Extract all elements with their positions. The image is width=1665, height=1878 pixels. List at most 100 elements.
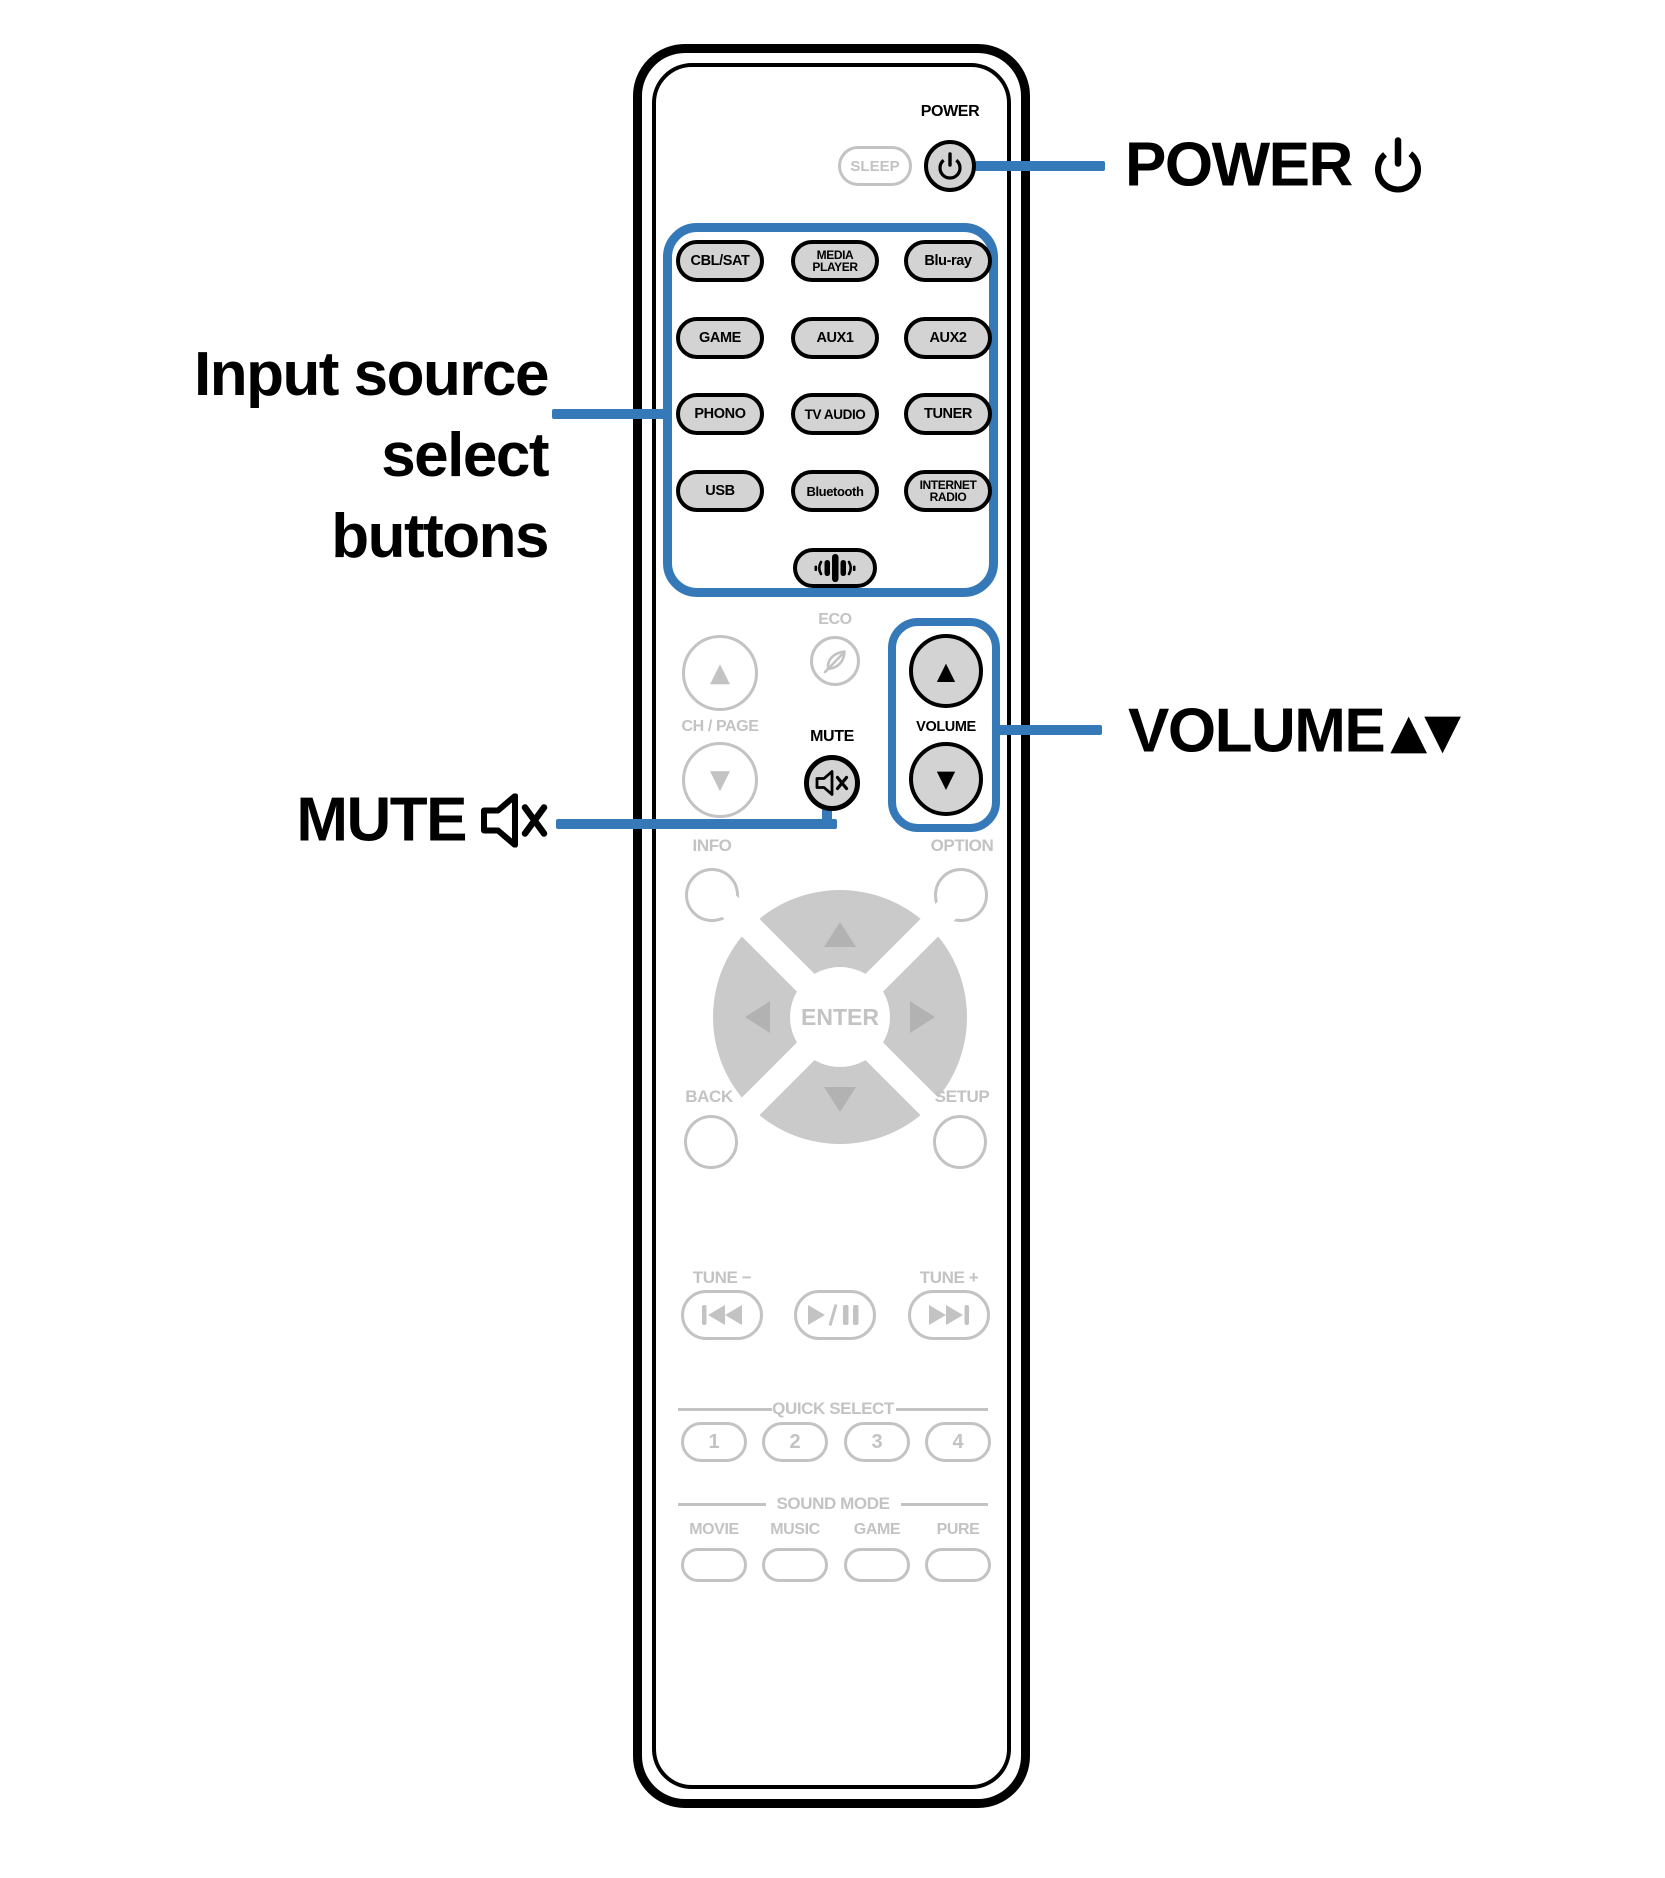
sleep-button-label: SLEEP xyxy=(850,157,900,175)
input-cbl-sat-button[interactable]: CBL/SAT xyxy=(676,240,764,282)
tune-minus-label: TUNE − xyxy=(692,1268,752,1287)
sound-mode-game-label: GAME xyxy=(853,1521,901,1538)
eco-label: ECO xyxy=(818,611,852,628)
input-tv-audio-button[interactable]: TV AUDIO xyxy=(791,393,879,435)
input-usb-button[interactable]: USB xyxy=(676,470,764,512)
sound-mode-movie-button[interactable] xyxy=(681,1548,747,1582)
mute-callout-text: MUTE xyxy=(296,785,467,855)
speaker-bars-icon xyxy=(814,554,856,582)
input-button-label: TV AUDIO xyxy=(804,406,866,422)
volume-buttons-label: VOLUME xyxy=(916,719,976,735)
input-button-label: MEDIA PLAYER xyxy=(812,247,858,274)
input-phono-button[interactable]: PHONO xyxy=(676,393,764,435)
power-callout-text: POWER xyxy=(1125,130,1353,200)
cursor-pad[interactable]: ENTER xyxy=(709,886,971,1148)
input-button-label: TUNER xyxy=(924,406,972,422)
play-pause-button[interactable] xyxy=(794,1290,876,1340)
input-aux2-button[interactable]: AUX2 xyxy=(904,317,992,359)
quick-select-3-button[interactable]: 3 xyxy=(844,1422,910,1462)
sound-mode-game-button[interactable] xyxy=(844,1548,910,1582)
input-source-callout-line1: Input source xyxy=(193,340,550,409)
down-arrow-icon: ▼ xyxy=(710,765,730,795)
volume-callout-text: VOLUME xyxy=(1128,696,1386,766)
input-blu-ray-button[interactable]: Blu-ray xyxy=(904,240,992,282)
volume-up-button[interactable]: ▲ xyxy=(909,634,983,708)
power-callout-line xyxy=(975,161,1105,171)
quick-select-4-label: 4 xyxy=(952,1430,964,1453)
setup-label: SETUP xyxy=(934,1087,990,1106)
input-internet-radio-button[interactable]: INTERNET RADIO xyxy=(904,470,992,512)
power-icon xyxy=(1374,136,1421,192)
cursor-right-icon[interactable] xyxy=(910,1001,935,1033)
sound-mode-music-button[interactable] xyxy=(762,1548,828,1582)
input-button-label: Bluetooth xyxy=(806,483,864,499)
input-button-label: Blu-ray xyxy=(924,253,972,269)
input-button-label: AUX1 xyxy=(816,330,854,346)
skip-forward-button[interactable] xyxy=(908,1290,990,1340)
input-game-button[interactable]: GAME xyxy=(676,317,764,359)
input-bluetooth-button[interactable]: Bluetooth xyxy=(791,470,879,512)
input-source-callout-line3: buttons xyxy=(331,502,549,571)
volume-callout: VOLUME ▲▼ xyxy=(1128,696,1461,767)
input-button-label: CBL/SAT xyxy=(690,253,750,269)
back-label: BACK xyxy=(685,1087,733,1106)
volume-down-button[interactable]: ▼ xyxy=(909,742,983,816)
enter-button-label: ENTER xyxy=(801,1004,879,1030)
input-button-label: GAME xyxy=(699,330,741,346)
sound-mode-pure-button[interactable] xyxy=(925,1548,991,1582)
input-button-label: PHONO xyxy=(694,406,746,422)
cursor-up-icon[interactable] xyxy=(824,922,856,947)
power-button-label: POWER xyxy=(920,103,980,120)
input-callout-line xyxy=(552,409,668,419)
quick-select-3-label: 3 xyxy=(871,1430,883,1453)
speaker-channel-button[interactable] xyxy=(793,548,877,588)
play-pause-icon xyxy=(808,1304,859,1326)
sleep-button[interactable]: SLEEP xyxy=(838,146,912,186)
quick-select-4-button[interactable]: 4 xyxy=(925,1422,991,1462)
quick-select-1-label: 1 xyxy=(708,1430,720,1453)
info-label: INFO xyxy=(692,836,732,855)
input-media-player-button[interactable]: MEDIA PLAYER xyxy=(791,240,879,282)
quick-select-label: QUICK SELECT xyxy=(772,1399,894,1418)
skip-back-button[interactable] xyxy=(681,1290,763,1340)
tune-plus-label: TUNE + xyxy=(919,1268,979,1287)
remote-body-inner-line xyxy=(652,63,1011,1789)
quick-select-1-button[interactable]: 1 xyxy=(681,1422,747,1462)
eco-button[interactable] xyxy=(810,636,860,686)
eco-leaf-icon xyxy=(823,650,846,674)
up-arrow-icon: ▲ xyxy=(936,657,956,685)
skip-forward-icon xyxy=(929,1305,969,1325)
down-arrow-icon: ▼ xyxy=(1424,703,1461,759)
input-button-label: INTERNET RADIO xyxy=(919,477,977,504)
quick-select-rule-left xyxy=(678,1408,772,1411)
mute-icon xyxy=(481,793,548,847)
mute-callout-line xyxy=(556,819,837,829)
power-icon xyxy=(938,152,962,180)
sound-mode-rule-right xyxy=(901,1503,988,1506)
input-tuner-button[interactable]: TUNER xyxy=(904,393,992,435)
back-button[interactable] xyxy=(684,1115,738,1169)
mute-callout-line-vertical xyxy=(822,799,832,827)
mute-button[interactable] xyxy=(804,755,860,811)
option-label: OPTION xyxy=(930,836,994,855)
channel-page-up-button[interactable]: ▲ xyxy=(682,635,758,711)
skip-back-icon xyxy=(702,1305,742,1325)
input-aux1-button[interactable]: AUX1 xyxy=(791,317,879,359)
channel-page-down-button[interactable]: ▼ xyxy=(682,742,758,818)
power-callout: POWER xyxy=(1125,130,1424,201)
cursor-left-icon[interactable] xyxy=(745,1001,770,1033)
input-button-label: USB xyxy=(705,483,735,499)
setup-button[interactable] xyxy=(933,1115,987,1169)
channel-page-label: CH / PAGE xyxy=(681,718,759,735)
sound-mode-pure-label: PURE xyxy=(936,1521,980,1538)
volume-up-down-icon: ▲▼ xyxy=(1390,707,1461,755)
down-arrow-icon: ▼ xyxy=(936,765,956,793)
quick-select-2-button[interactable]: 2 xyxy=(762,1422,828,1462)
enter-button[interactable] xyxy=(790,967,890,1067)
cursor-down-icon[interactable] xyxy=(824,1087,856,1112)
power-button[interactable] xyxy=(924,140,976,192)
sound-mode-movie-label: MOVIE xyxy=(689,1521,739,1538)
input-button-label: AUX2 xyxy=(929,330,967,346)
sound-mode-music-label: MUSIC xyxy=(770,1521,820,1538)
